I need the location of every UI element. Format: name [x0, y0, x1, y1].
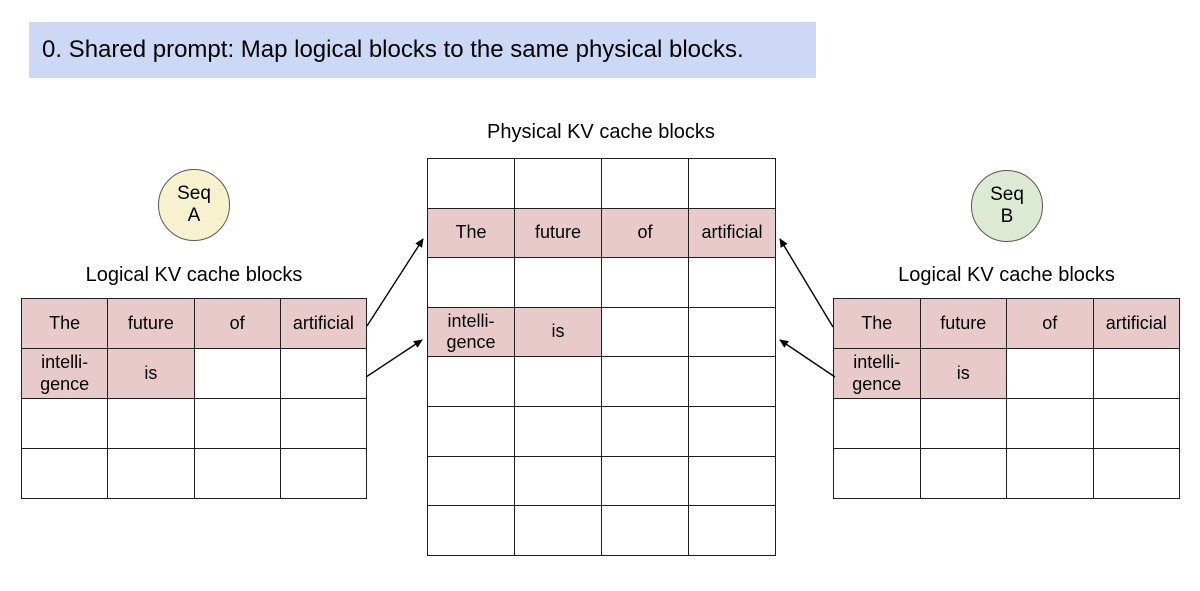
table-row: [427, 455, 776, 507]
kv-cell-empty: [688, 257, 776, 308]
kv-cell-empty: [514, 405, 602, 457]
seq-a-label-line2: A: [187, 205, 201, 226]
physical-table-title: Physical KV cache blocks: [487, 121, 715, 143]
kv-cell-empty: [427, 405, 515, 457]
kv-cell-artificial: artificial: [279, 298, 368, 349]
kv-cell-intelligence: intelli- gence: [20, 348, 109, 399]
kv-cell-empty: [688, 455, 776, 507]
kv-cell-empty: [427, 158, 515, 209]
kv-cell-empty: [279, 348, 368, 399]
kv-cell-empty: [688, 405, 776, 457]
kv-cell-empty: [1006, 348, 1094, 399]
kv-cell-empty: [601, 505, 689, 556]
table-row: [427, 505, 776, 556]
kv-cell-is: is: [514, 306, 602, 358]
kv-cell-of: of: [1006, 298, 1094, 349]
kv-cell-empty: [514, 158, 602, 209]
kv-cell-empty: [20, 398, 109, 449]
kv-cell-empty: [193, 398, 281, 449]
kv-cell-empty: [919, 448, 1007, 499]
kv-cell-the: The: [427, 207, 515, 259]
table-row: [833, 448, 1180, 499]
seq-b-logical-table-title: Logical KV cache blocks: [898, 264, 1115, 286]
kv-cell-empty: [688, 158, 776, 209]
kv-cell-intelligence: intelli- gence: [427, 306, 515, 358]
kv-cell-empty: [601, 356, 689, 407]
kv-cell-empty: [427, 455, 515, 507]
kv-cell-the: The: [833, 298, 921, 349]
table-row: [833, 398, 1180, 449]
kv-cell-empty: [107, 448, 195, 499]
seq-a-label-line1: Seq: [177, 183, 211, 205]
kv-cell-artificial: artificial: [1092, 298, 1180, 349]
kv-cell-empty: [601, 257, 689, 308]
kv-cell-empty: [514, 505, 602, 556]
kv-cell-empty: [688, 356, 776, 407]
kv-cell-empty: [688, 505, 776, 556]
table-row: [20, 448, 368, 499]
table-row: [20, 398, 368, 449]
kv-cell-intelligence: intelli- gence: [833, 348, 921, 399]
kv-cell-empty: [279, 398, 368, 449]
table-row: [427, 257, 776, 308]
arrow-seq-b-row2-to-physical-row4: [779, 339, 836, 378]
kv-cell-is: is: [919, 348, 1007, 399]
kv-cell-of: of: [193, 298, 281, 349]
table-row: [427, 405, 776, 457]
arrow-seq-b-row1-to-physical-row2: [779, 238, 834, 328]
kv-cell-empty: [1006, 398, 1094, 449]
kv-cell-empty: [601, 455, 689, 507]
kv-cell-artificial: artificial: [688, 207, 776, 259]
kv-cell-empty: [193, 448, 281, 499]
kv-cell-empty: [688, 306, 776, 358]
kv-cell-is: is: [107, 348, 195, 399]
seq-a-logical-table-title: Logical KV cache blocks: [85, 264, 303, 286]
kv-cell-empty: [427, 356, 515, 407]
kv-cell-empty: [514, 257, 602, 308]
kv-cell-empty: [20, 448, 109, 499]
kv-cell-empty: [193, 348, 281, 399]
step-banner-text: 0. Shared prompt: Map logical blocks to …: [42, 36, 744, 63]
kv-cell-empty: [427, 505, 515, 556]
kv-cell-future: future: [514, 207, 602, 259]
kv-cell-of: of: [601, 207, 689, 259]
kv-cell-empty: [279, 448, 368, 499]
kv-cell-empty: [1092, 448, 1180, 499]
kv-cell-empty: [514, 356, 602, 407]
kv-cell-empty: [1092, 348, 1180, 399]
kv-cell-future: future: [107, 298, 195, 349]
kv-cell-empty: [919, 398, 1007, 449]
kv-cell-empty: [107, 398, 195, 449]
step-banner: 0. Shared prompt: Map logical blocks to …: [29, 22, 816, 78]
kv-cell-empty: [833, 448, 921, 499]
kv-cell-empty: [601, 158, 689, 209]
seq-a-badge: Seq A: [158, 169, 230, 241]
kv-cell-empty: [514, 455, 602, 507]
seq-b-label-line2: B: [1000, 206, 1014, 227]
kv-cell-the: The: [20, 298, 109, 349]
kv-cell-empty: [601, 306, 689, 358]
table-row: [427, 356, 776, 407]
kv-cell-empty: [1006, 448, 1094, 499]
kv-cell-future: future: [919, 298, 1007, 349]
kv-cell-empty: [427, 257, 515, 308]
kv-cell-empty: [1092, 398, 1180, 449]
kv-cell-empty: [601, 405, 689, 457]
kv-cell-empty: [833, 398, 921, 449]
seq-b-label-line1: Seq: [990, 184, 1024, 206]
arrow-seq-a-row2-to-physical-row4: [365, 339, 423, 378]
arrow-seq-a-row1-to-physical-row2: [366, 238, 424, 327]
table-row: [427, 158, 776, 209]
seq-b-badge: Seq B: [971, 170, 1043, 242]
